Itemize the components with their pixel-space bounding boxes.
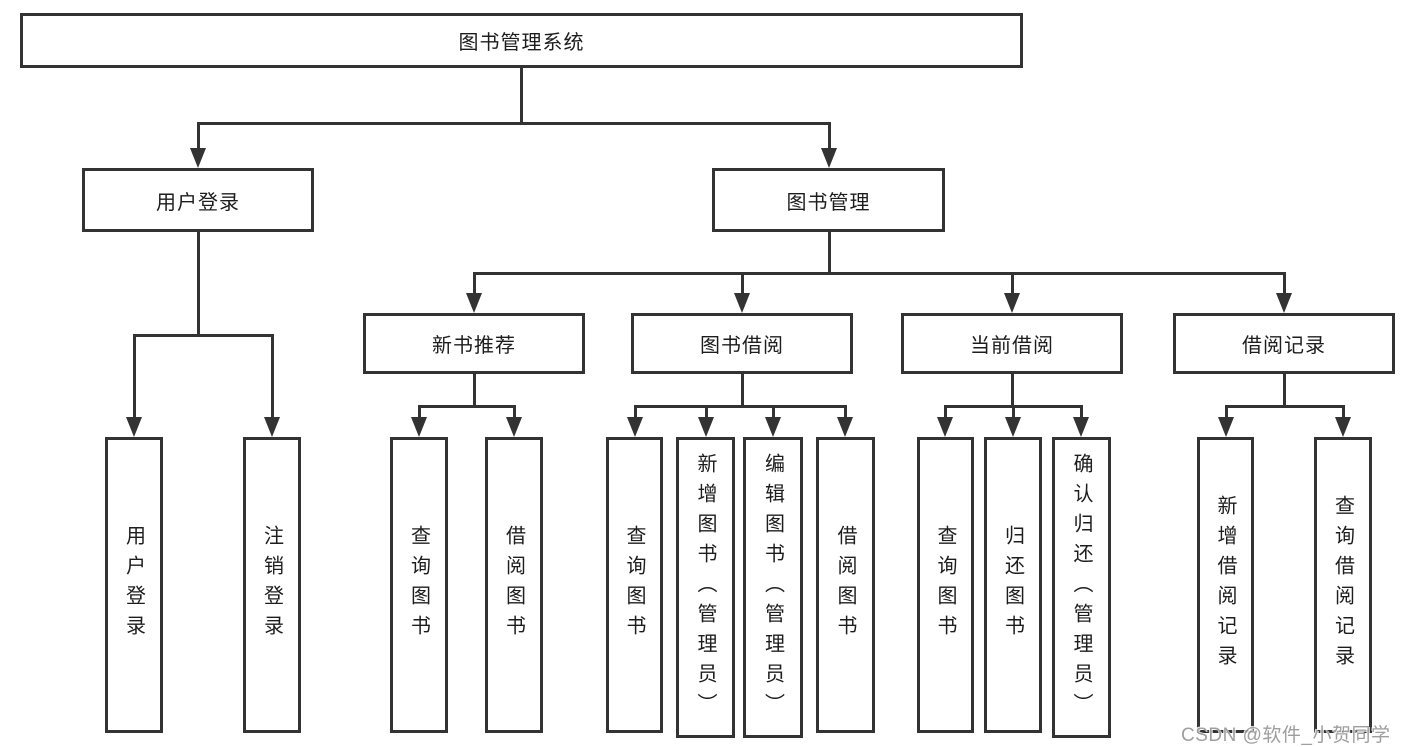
node-book-management: 图书管理	[712, 168, 945, 232]
leaf-query-books-current-label: 查询图书	[934, 525, 956, 645]
connector-line-vertical	[1010, 273, 1014, 297]
leaf-add-borrow-record-label: 新增借阅记录	[1214, 495, 1236, 675]
node-user-login-label: 用户登录	[156, 191, 240, 214]
leaf-user-login: 用户登录	[105, 437, 163, 733]
connector-line-vertical	[943, 406, 947, 421]
leaf-confirm-return-admin-label: 确认归还（管理员）	[1070, 452, 1092, 723]
arrowhead-down-icon	[837, 417, 853, 437]
arrowhead-down-icon	[821, 148, 837, 168]
node-new-book-recommend-label: 新书推荐	[432, 335, 516, 357]
arrowhead-down-icon	[1004, 293, 1020, 313]
connector-line-vertical	[827, 232, 831, 273]
connector-line-horizontal	[1224, 404, 1345, 408]
connector-line-vertical	[519, 68, 523, 123]
connector-line-horizontal	[196, 121, 831, 125]
leaf-query-books-current: 查询图书	[917, 437, 974, 733]
connector-line-horizontal	[132, 333, 274, 337]
connector-line-vertical	[472, 374, 476, 406]
arrowhead-down-icon	[937, 417, 953, 437]
connector-line-vertical	[1010, 374, 1014, 406]
leaf-logout-label: 注销登录	[260, 525, 283, 645]
connector-line-horizontal	[417, 404, 516, 408]
connector-line-vertical	[196, 232, 200, 335]
connector-line-vertical	[843, 406, 847, 421]
leaf-borrow-books-recommend-label: 借阅图书	[502, 525, 525, 645]
node-borrowing-records: 借阅记录	[1173, 313, 1395, 374]
node-library-management-system: 图书管理系统	[20, 13, 1023, 68]
connector-line-vertical	[633, 406, 637, 421]
leaf-add-books-admin: 新增图书（管理员）	[676, 437, 735, 738]
arrowhead-down-icon	[506, 417, 522, 437]
connector-line-vertical	[270, 335, 274, 421]
leaf-add-borrow-record: 新增借阅记录	[1197, 437, 1254, 733]
arrowhead-down-icon	[627, 417, 643, 437]
node-library-management-system-label: 图书管理系统	[458, 32, 585, 54]
node-user-login: 用户登录	[82, 168, 314, 232]
node-book-borrowing: 图书借阅	[631, 313, 853, 374]
leaf-return-books: 归还图书	[984, 437, 1042, 733]
connector-line-horizontal	[472, 271, 1286, 275]
connector-line-vertical	[417, 406, 421, 421]
leaf-query-borrow-record: 查询借阅记录	[1314, 437, 1372, 733]
leaf-user-login-label: 用户登录	[122, 525, 145, 645]
arrowhead-down-icon	[734, 293, 750, 313]
leaf-borrow-books-label: 借阅图书	[834, 525, 856, 645]
node-book-management-label: 图书管理	[786, 191, 871, 214]
node-borrowing-records-label: 借阅记录	[1242, 335, 1326, 357]
leaf-add-books-admin-label: 新增图书（管理员）	[694, 452, 716, 723]
connector-line-vertical	[740, 374, 744, 406]
leaf-borrow-books-recommend: 借阅图书	[485, 437, 543, 733]
arrowhead-down-icon	[190, 148, 206, 168]
leaf-edit-books-admin-label: 编辑图书（管理员）	[761, 452, 784, 723]
leaf-query-books-borrowing: 查询图书	[606, 437, 663, 733]
leaf-edit-books-admin: 编辑图书（管理员）	[743, 437, 803, 738]
csdn-watermark: CSDN @软件_小贺同学	[1181, 725, 1391, 746]
arrowhead-down-icon	[1005, 417, 1021, 437]
leaf-query-books-recommend-label: 查询图书	[407, 525, 430, 645]
connector-line-horizontal	[633, 404, 847, 408]
arrowhead-down-icon	[411, 417, 427, 437]
arrowhead-down-icon	[698, 417, 714, 437]
arrowhead-down-icon	[466, 293, 482, 313]
arrowhead-down-icon	[1073, 417, 1089, 437]
connector-line-vertical	[1282, 273, 1286, 297]
connector-line-vertical	[740, 273, 744, 297]
connector-line-vertical	[1079, 406, 1083, 421]
arrowhead-down-icon	[1218, 417, 1234, 437]
leaf-logout: 注销登录	[243, 437, 301, 733]
arrowhead-down-icon	[264, 417, 280, 437]
connector-line-vertical	[196, 123, 200, 152]
leaf-confirm-return-admin: 确认归还（管理员）	[1052, 437, 1111, 738]
arrowhead-down-icon	[1276, 293, 1292, 313]
arrowhead-down-icon	[765, 417, 781, 437]
connector-line-vertical	[512, 406, 516, 421]
connector-line-vertical	[827, 123, 831, 152]
connector-line-vertical	[1011, 406, 1015, 421]
node-current-borrowing-label: 当前借阅	[970, 335, 1054, 357]
connector-line-vertical	[132, 335, 136, 421]
node-new-book-recommend: 新书推荐	[363, 313, 585, 374]
node-book-borrowing-label: 图书借阅	[700, 335, 784, 357]
connector-line-vertical	[1282, 374, 1286, 406]
connector-line-vertical	[1224, 406, 1228, 421]
connector-line-horizontal	[943, 404, 1083, 408]
arrowhead-down-icon	[126, 417, 142, 437]
leaf-return-books-label: 归还图书	[1001, 525, 1024, 645]
node-current-borrowing: 当前借阅	[901, 313, 1123, 374]
connector-line-vertical	[1341, 406, 1345, 421]
arrowhead-down-icon	[1335, 417, 1351, 437]
connector-line-vertical	[472, 273, 476, 297]
leaf-query-books-recommend: 查询图书	[390, 437, 448, 733]
connector-line-vertical	[704, 406, 708, 421]
leaf-query-borrow-record-label: 查询借阅记录	[1331, 495, 1354, 675]
leaf-query-books-borrowing-label: 查询图书	[623, 525, 645, 645]
leaf-borrow-books: 借阅图书	[816, 437, 875, 733]
connector-line-vertical	[771, 406, 775, 421]
